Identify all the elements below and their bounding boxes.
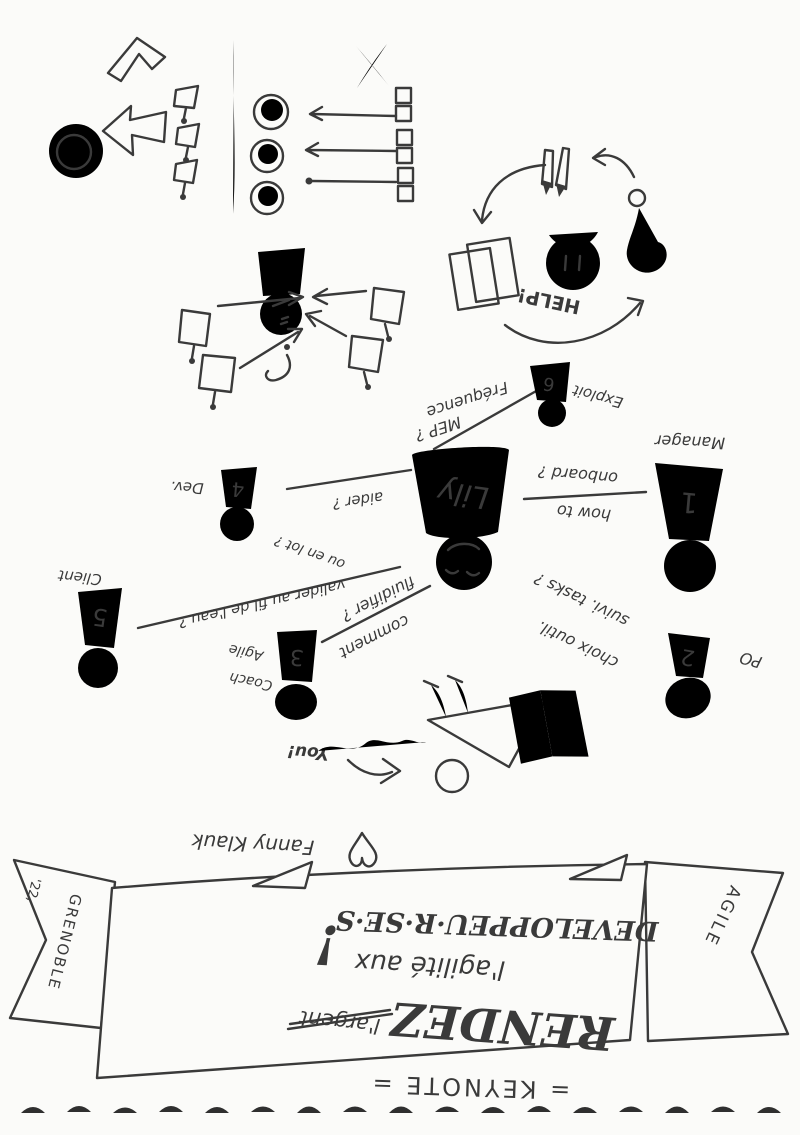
figure-po: 2 PO bbox=[663, 629, 764, 719]
question-client-part1: valider au fil de l'eau ? bbox=[177, 576, 347, 632]
figure-1-number: 1 bbox=[679, 485, 700, 519]
question-manager-part2: onboard ? bbox=[537, 462, 619, 488]
you-annotation: You! bbox=[287, 741, 402, 785]
ribbon-tail-right bbox=[643, 860, 790, 1043]
big-magnifier-icon bbox=[49, 124, 108, 191]
magnifier-list-row-1 bbox=[252, 86, 413, 141]
question-client-part2: ou en lot ? bbox=[272, 532, 347, 572]
banner-fold-left bbox=[251, 860, 314, 890]
figure-1-body bbox=[651, 463, 727, 541]
block-arrow-left-icon bbox=[101, 104, 168, 157]
figure-3-number: 3 bbox=[289, 643, 305, 669]
question-manager-part1: how to bbox=[556, 501, 612, 525]
banner-exclamation: ! bbox=[313, 912, 340, 977]
figure-1-label: Manager bbox=[653, 431, 725, 452]
title-banner: GRENOBLE '22, AGILE ! DEVELOPPEU·R·SE·S … bbox=[8, 853, 790, 1080]
figure-2-body bbox=[663, 629, 716, 678]
figure-dev: 4 Dev. bbox=[170, 467, 257, 541]
figure-4-label: Dev. bbox=[170, 478, 204, 498]
spoke-line-manager bbox=[522, 490, 648, 501]
request-flag-left bbox=[177, 290, 305, 364]
ribbon-left-year: '22, bbox=[23, 876, 43, 903]
you-arrow bbox=[346, 757, 402, 785]
figure-4-head bbox=[220, 507, 254, 541]
figure-2-number: 2 bbox=[679, 643, 697, 670]
figure-coach: 3 Agile Coach bbox=[227, 630, 317, 720]
figure-6-number: 6 bbox=[541, 372, 556, 395]
book-icon bbox=[508, 690, 589, 764]
torn-edge-dots bbox=[21, 1106, 781, 1113]
question-po-part1: choix outil. bbox=[534, 617, 621, 673]
spoke-line-dev bbox=[285, 468, 413, 491]
hook-icon bbox=[626, 188, 667, 273]
lily-character: Lily bbox=[412, 446, 509, 590]
figure-3-body bbox=[277, 630, 317, 682]
legs-icon bbox=[540, 146, 571, 197]
heart-icon bbox=[348, 831, 378, 868]
x-mark-icon bbox=[356, 44, 389, 88]
lily-name: Lily bbox=[434, 473, 491, 515]
cycle-arrow-left bbox=[472, 163, 547, 225]
search-review-cluster bbox=[49, 36, 415, 226]
figure-3-head bbox=[275, 684, 317, 720]
documents-icon bbox=[448, 236, 520, 312]
sitting-figure bbox=[318, 674, 548, 794]
figure-6-head bbox=[538, 399, 566, 427]
figure-2-label: PO bbox=[738, 648, 764, 672]
sitting-figure-head bbox=[434, 758, 470, 794]
figure-5-body bbox=[78, 588, 122, 648]
request-flag-right bbox=[311, 286, 406, 342]
question-manager: onboard ? how to bbox=[522, 462, 648, 525]
figure-2-head bbox=[665, 677, 711, 719]
question-dev-part1: aider ? bbox=[332, 488, 385, 513]
figure-exploit: 6 Exploit bbox=[530, 362, 625, 427]
question-exploit: Fréquence MEP ? bbox=[412, 378, 540, 451]
overloaded-figure bbox=[252, 247, 310, 335]
keynote-label: = KEYNOTE = bbox=[369, 1070, 571, 1105]
request-flag-bottom-left bbox=[197, 327, 304, 410]
figure-client: 5 Client bbox=[56, 566, 122, 688]
question-exploit-word: Fréquence bbox=[424, 378, 510, 422]
figure-4-number: 4 bbox=[230, 477, 245, 502]
question-hook-icon bbox=[264, 344, 292, 382]
figure-3-label-line2: Agile bbox=[227, 641, 265, 664]
figure-5-label: Client bbox=[56, 566, 102, 589]
magnifier-list-row-2 bbox=[249, 128, 414, 184]
figure-manager: 1 Manager bbox=[651, 431, 727, 592]
figure-3-label-line1: Coach bbox=[228, 669, 274, 694]
worried-face bbox=[546, 232, 600, 290]
signature: Fanny Klauk bbox=[190, 829, 378, 868]
figure-5-head bbox=[78, 648, 118, 688]
request-flag-bottom-right bbox=[304, 309, 385, 390]
sitting-figure-arm bbox=[318, 739, 426, 751]
strikethrough-line bbox=[286, 1008, 394, 1031]
divider-line bbox=[233, 40, 235, 214]
author-name: Fanny Klauk bbox=[190, 829, 315, 859]
spoke-line-client bbox=[136, 565, 402, 630]
question-po: suivi. tasks ? choix outil. bbox=[512, 569, 650, 673]
figure-6-body bbox=[530, 362, 570, 402]
banner-fold-right bbox=[568, 853, 629, 882]
figure-1-head bbox=[664, 540, 716, 592]
figure-5-number: 5 bbox=[90, 602, 109, 632]
requests-overload-diagram bbox=[177, 247, 406, 410]
figure-6-label: Exploit bbox=[570, 381, 625, 412]
figure-4-body bbox=[221, 467, 257, 509]
flag-figures-column bbox=[172, 84, 201, 200]
lily-body bbox=[412, 446, 509, 539]
cycle-arrow-bottom bbox=[503, 296, 645, 344]
help-cycle: HELP! bbox=[448, 146, 667, 344]
bent-arrow-icon bbox=[106, 36, 167, 83]
spoke-line-exploit bbox=[432, 388, 540, 451]
cycle-arrow-top bbox=[591, 147, 636, 179]
lily-head bbox=[436, 534, 492, 590]
spoke-line-coach bbox=[320, 584, 432, 644]
magnifier-list-row-3 bbox=[249, 166, 415, 226]
you-text: You! bbox=[287, 741, 330, 764]
question-dev: aider ? bbox=[285, 468, 413, 513]
